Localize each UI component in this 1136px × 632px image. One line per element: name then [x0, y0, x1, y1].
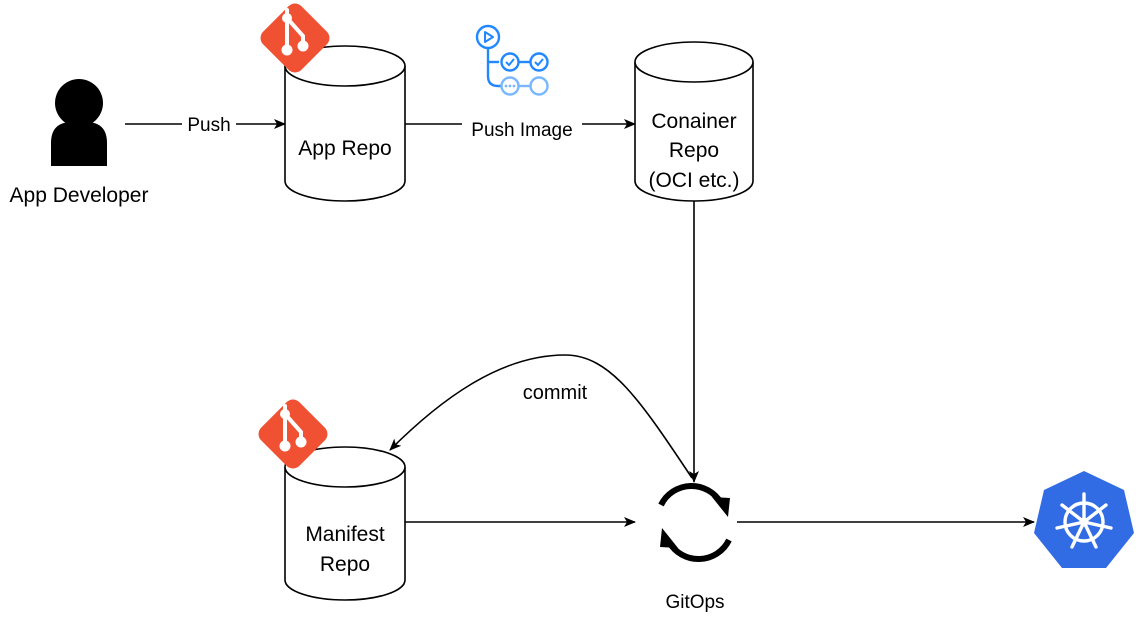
- git-icon: [260, 3, 330, 73]
- sync-icon: [658, 482, 732, 563]
- github-actions-icon: [475, 24, 549, 96]
- container-repo-cylinder[interactable]: [634, 41, 754, 202]
- container-repo-label-line3: (OCI etc.): [648, 169, 739, 192]
- app-repo-label: App Repo: [298, 137, 391, 160]
- git-icon: [258, 399, 328, 469]
- app-repo-cylinder[interactable]: [284, 45, 406, 202]
- container-repo-label-line1: Conainer: [651, 110, 736, 133]
- edge-push-image-label: Push Image: [471, 120, 572, 141]
- manifest-repo-label-line1: Manifest: [305, 523, 385, 546]
- edge-commit: [389, 354, 693, 479]
- kubernetes-icon: [1034, 471, 1134, 568]
- manifest-repo-label-line2: Repo: [320, 553, 370, 576]
- developer-label: App Developer: [10, 184, 149, 207]
- edge-push-label: Push: [187, 115, 230, 136]
- manifest-repo-cylinder[interactable]: [284, 446, 406, 601]
- edge-commit-label: commit: [523, 382, 588, 404]
- gitops-label: GitOps: [665, 592, 724, 613]
- user-icon: [51, 79, 107, 166]
- container-repo-label-line2: Repo: [669, 139, 719, 162]
